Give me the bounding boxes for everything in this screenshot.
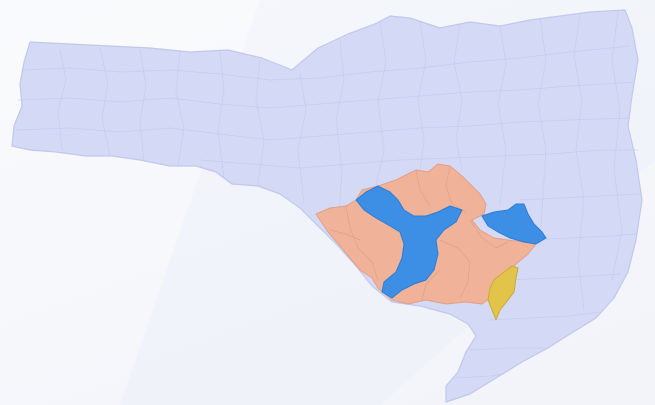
highlighted-region-blue-east[interactable] [481,203,547,245]
highlighted-region-blue-central[interactable] [355,185,463,299]
highlighted-region-yellow[interactable] [487,265,519,321]
highlighted-region-salmon-borders [329,165,509,301]
municipal-borders [15,11,641,379]
state-outline-region [11,9,643,403]
